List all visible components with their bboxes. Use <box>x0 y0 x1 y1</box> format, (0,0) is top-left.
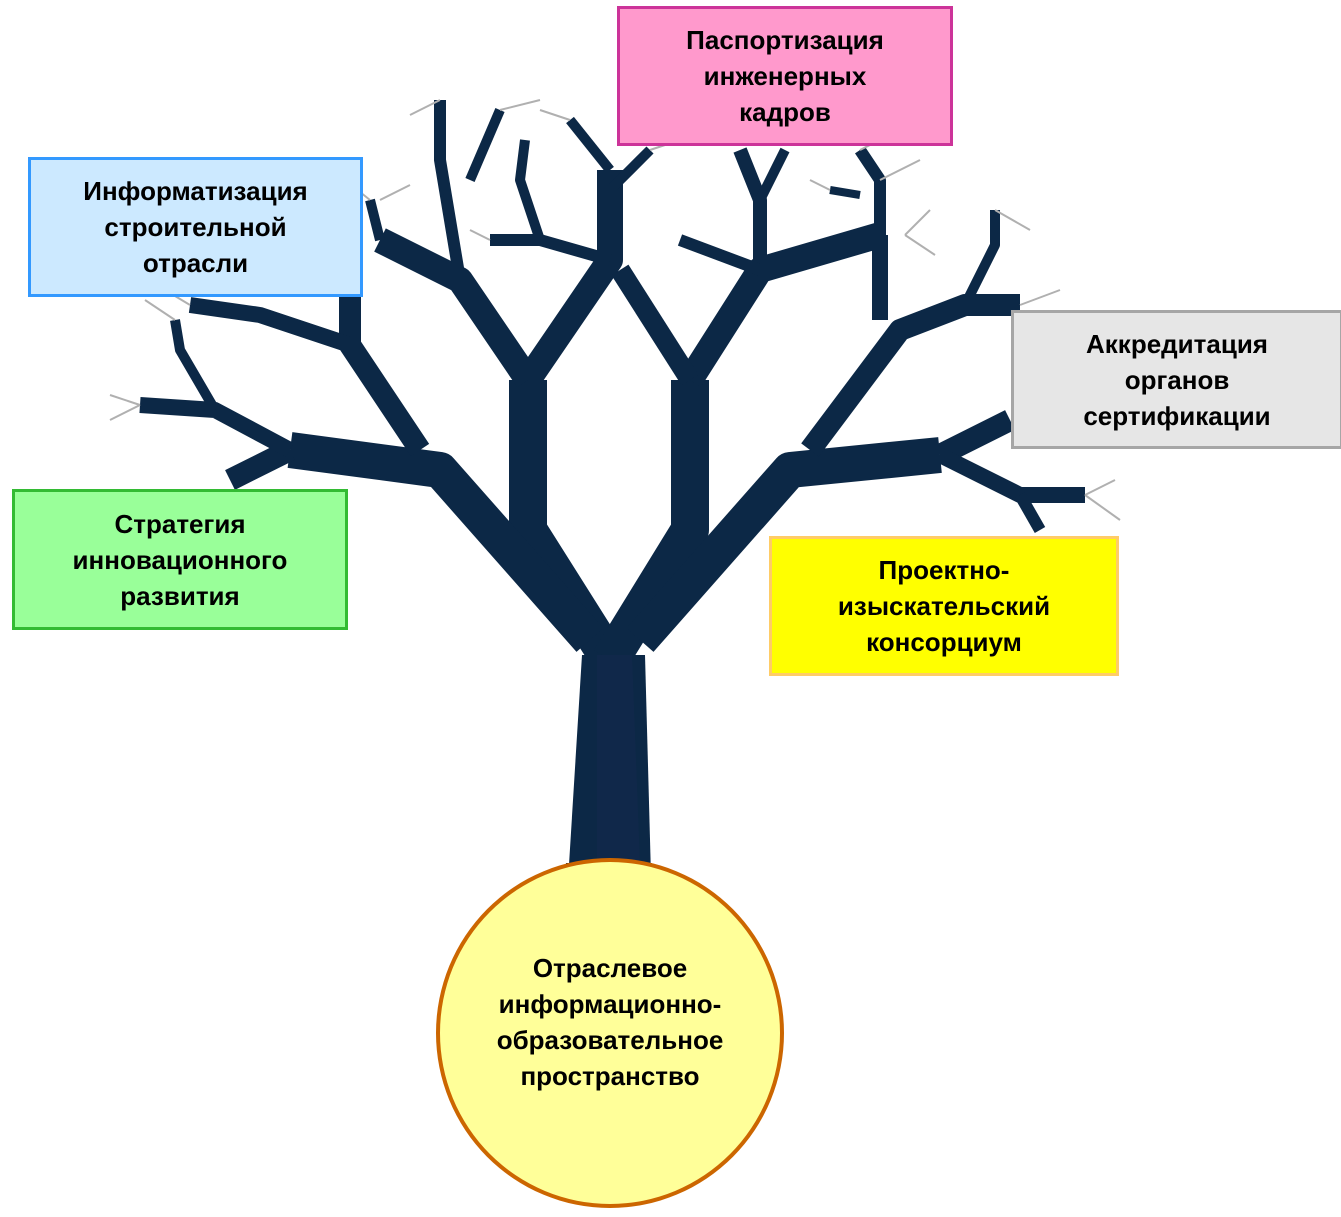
root-label: Отраслевое информационно- образовательно… <box>496 953 724 1091</box>
branch-label-passportization: Паспортизация инженерных кадров <box>686 25 884 127</box>
left-limb-lower <box>225 440 295 490</box>
branch-box-strategy: Стратегия инновационного развития <box>12 489 348 630</box>
root-circle <box>436 858 784 1208</box>
branch-box-accreditation: Аккредитация органов сертификации <box>1011 310 1341 449</box>
branch-box-passportization: Паспортизация инженерных кадров <box>617 6 953 146</box>
branch-label-informatization: Информатизация строительной отрасли <box>83 176 308 278</box>
branch-box-informatization: Информатизация строительной отрасли <box>28 157 363 297</box>
left-limb-up <box>339 270 430 457</box>
right-limb-up <box>801 294 1020 457</box>
branch-box-consortium: Проектно- изыскательский консорциум <box>769 536 1119 676</box>
right-limb <box>626 437 942 652</box>
branch-label-accreditation: Аккредитация органов сертификации <box>1083 328 1271 431</box>
branch-label-consortium: Проектно- изыскательский консорциум <box>837 555 1051 657</box>
left-limb <box>287 432 604 652</box>
branch-label-strategy: Стратегия инновационного развития <box>72 508 288 611</box>
